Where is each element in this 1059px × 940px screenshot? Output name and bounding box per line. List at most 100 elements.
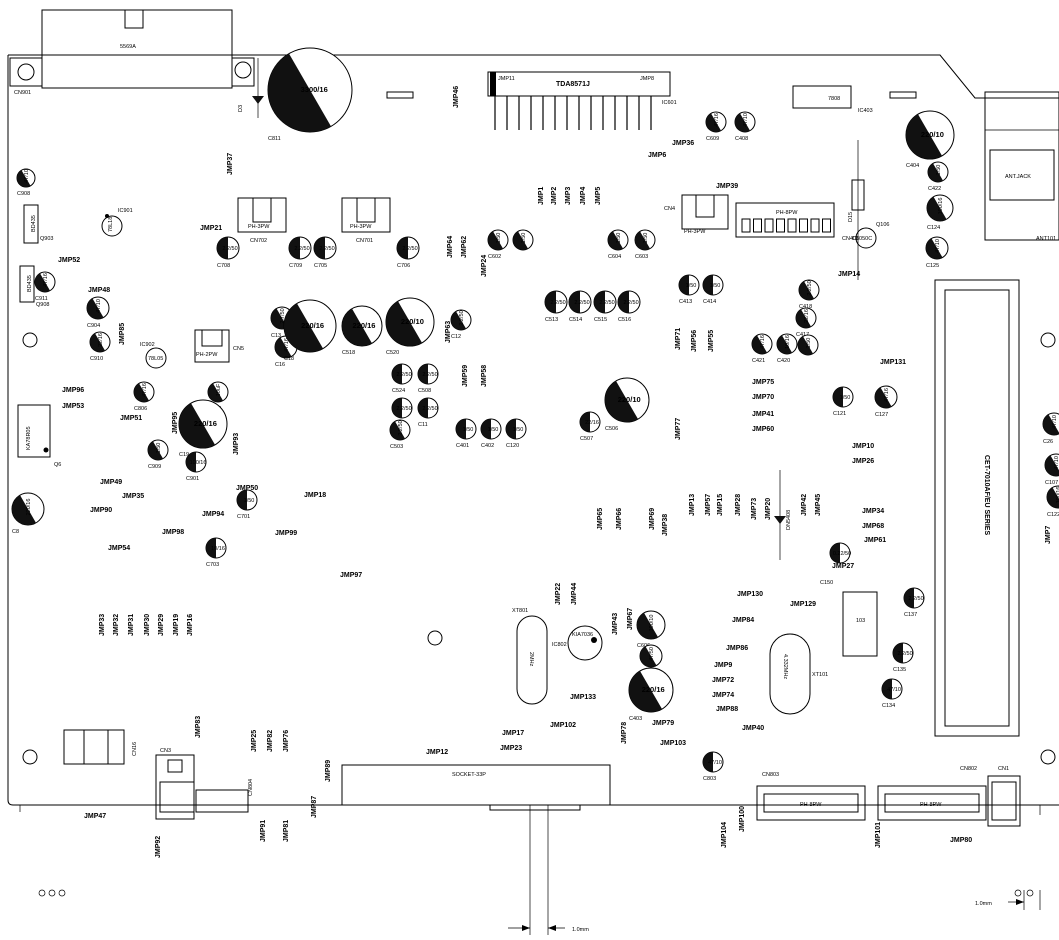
capacitor-ref: C418 [799,304,812,310]
jumper-jmp97: JMP97 [340,572,362,579]
connector-cn702: PH-3PW CN702 [237,197,287,244]
jumper-jmp31: JMP31 [128,614,135,636]
jumper-jmp12: JMP12 [426,749,448,756]
jumper-jmp10: JMP10 [852,443,874,450]
jumper-jmp15: JMP15 [717,494,724,516]
jumper-jmp44: JMP44 [571,583,578,605]
jumper-jmp70: JMP70 [752,394,774,401]
connector-cn901: 5569A CN901 [9,9,255,96]
capacitor-ref: C708 [217,263,230,269]
jumper-jmp87: JMP87 [311,796,318,818]
jumper-jmp71: JMP71 [675,328,682,350]
regulator-q6: KA78R05 Q6 [17,404,61,468]
jumper-jmp82: JMP82 [267,730,274,752]
capacitor-ref: C811 [268,136,281,142]
jumper-jmp80: JMP80 [950,837,972,844]
capacitor-ref: C121 [833,411,846,417]
capacitor-ref: C402 [481,443,494,449]
svg-text:Q6: Q6 [54,462,61,468]
capacitor-value: 47/10 [96,299,102,313]
capacitors: 3300/16C81147/10C908220/10C40447/16C6094… [11,47,1059,782]
jumper-jmp45: JMP45 [815,494,822,516]
capacitor-value: 220/16 [353,321,376,330]
capacitor-value: 2.2/50 [897,651,912,657]
jumper-jmp20: JMP20 [765,498,772,520]
capacitor-ref: C602 [488,254,501,260]
capacitor-value: 47/16 [43,273,49,287]
svg-text:Q106: Q106 [876,222,889,228]
capacitor-c602b: 1/50 [512,229,534,251]
capacitor-ref: C604 [608,254,621,260]
svg-text:CN5: CN5 [233,346,244,352]
svg-text:CN3: CN3 [160,748,171,754]
svg-text:CN1: CN1 [998,766,1009,772]
svg-text:ANT.JACK: ANT.JACK [1005,174,1031,180]
capacitor-c419b: 1/50 [797,334,819,356]
capacitor-ref: C514 [569,317,582,323]
capacitor-ref: C506 [605,426,618,432]
capacitor-value: 220/16 [194,419,217,428]
jumper-jmp55: JMP55 [708,330,715,352]
capacitor-value: 22/16 [585,420,599,426]
capacitor-value: 2.7/50 [280,308,286,323]
jumper-jmp96: JMP96 [62,387,84,394]
jumper-jmp60: JMP60 [752,426,774,433]
capacitor-ref: C127 [875,412,888,418]
jumper-jmp83: JMP83 [195,716,202,738]
svg-text:CN802: CN802 [960,766,977,772]
capacitor-ref: C13 [271,333,281,339]
capacitor-value: 2.2/50 [396,406,411,412]
capacitor-value: 47/16 [714,113,720,127]
jumper-jmp76: JMP76 [283,730,290,752]
svg-text:78L05: 78L05 [148,356,163,362]
capacitor-value: 2.2/50 [599,300,614,306]
capacitor-ref: C403 [629,716,642,722]
capacitor-value: 47/10 [708,760,722,766]
capacitor-c611: 47/50C611 [639,644,663,677]
jumper-jmp14: JMP14 [838,271,860,278]
capacitor-ref: C124 [927,225,940,231]
svg-text:JMP11: JMP11 [498,76,515,82]
diode-d15: D15 [848,140,865,280]
jumper-jmp66: JMP66 [616,508,623,530]
jumper-jmp47: JMP47 [84,813,106,820]
capacitor-ref: C513 [545,317,558,323]
svg-text:IC902: IC902 [140,342,155,348]
svg-text:103: 103 [856,618,865,624]
jumper-jmp77: JMP77 [675,418,682,440]
capacitor-ref: C16 [275,362,285,368]
svg-text:CN803: CN803 [762,772,779,778]
capacitor-ref: C910 [90,356,103,362]
jumper-jmp86: JMP86 [726,645,748,652]
jumper-jmp89: JMP89 [325,760,332,782]
socket-33p: SOCKET-33P [341,764,611,806]
jumper-jmp56: JMP56 [691,330,698,352]
capacitor-value: 47/10 [1054,456,1059,470]
connector-cn3: CN3 CN804 [155,748,254,820]
capacitor-ref: C413 [679,299,692,305]
svg-text:CN16: CN16 [132,742,138,756]
capacitor-value: 1/50 [840,395,851,401]
capacitor-value: 2.2/50 [422,372,437,378]
connector-cn701: PH-3PW CN701 [341,197,391,244]
jumper-jmp101: JMP101 [875,822,882,848]
chip-label: TDA8571J [556,81,590,88]
capacitor-value: 10/16 [785,335,791,349]
svg-text:PH-8PW: PH-8PW [776,210,798,216]
jumper-jmp23: JMP23 [500,745,522,752]
